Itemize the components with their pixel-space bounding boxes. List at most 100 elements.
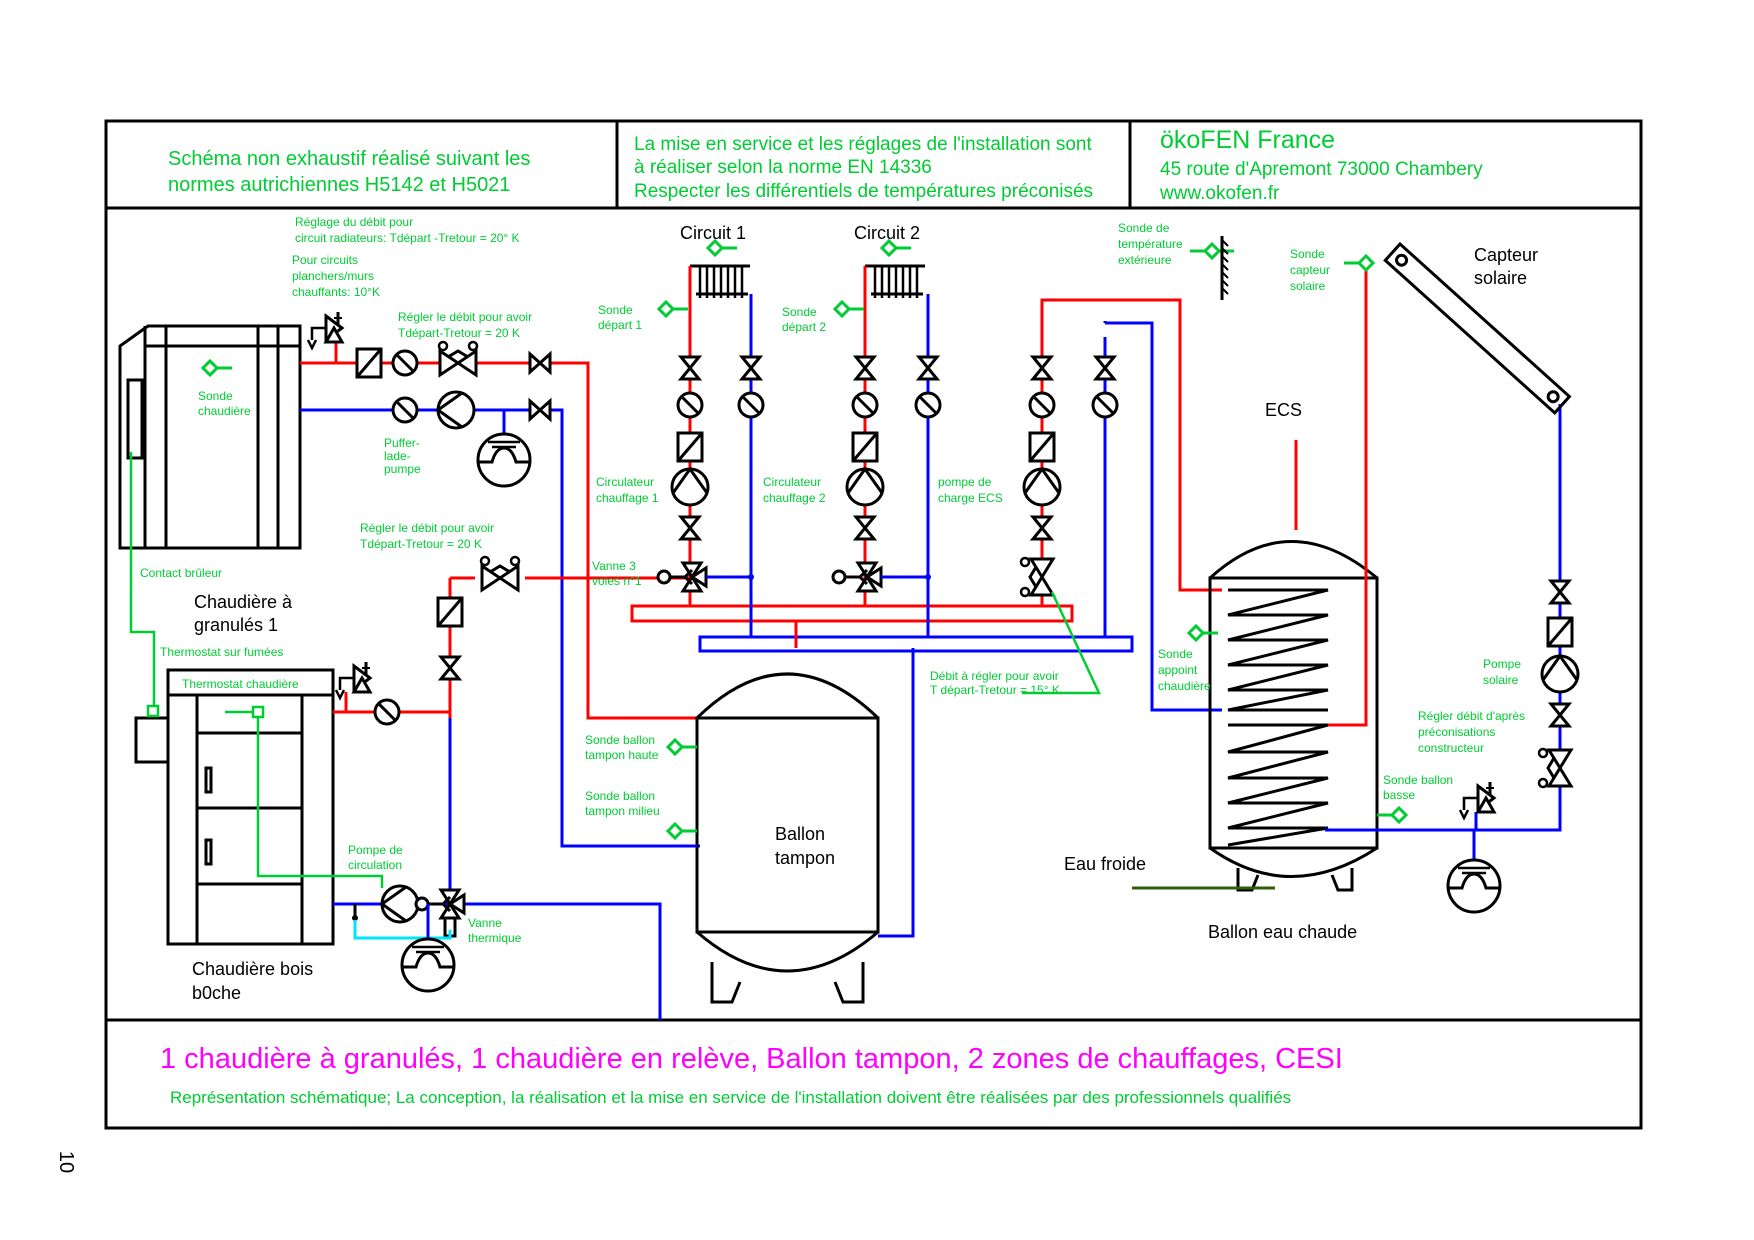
sonde-depart-1-icon [657, 300, 690, 318]
pompe-solaire-icon [1540, 654, 1580, 694]
header-middle: La mise en service et les réglages de l'… [634, 134, 1093, 202]
ecs-flow-pipe [1040, 298, 1222, 606]
gate-valve-icon [740, 355, 762, 381]
flow-meter-icon [851, 431, 879, 463]
capteur-solaire-label: solaire [1474, 268, 1527, 288]
puffer-label: pumpe [384, 462, 421, 476]
return-manifold [698, 635, 1134, 653]
flow-meter-icon [676, 431, 704, 463]
ecs-label: ECS [1265, 400, 1302, 420]
gate-valve-icon [679, 515, 701, 541]
pompe-solaire-label: solaire [1483, 673, 1519, 687]
gate-valve-icon [439, 655, 461, 681]
pompe-charge-ecs-label: pompe de [938, 475, 992, 489]
regler-debit-solaire-label: constructeur [1418, 741, 1484, 755]
regler-debit-label: Régler le débit pour avoir [398, 310, 532, 324]
circulateur-2-icon [845, 467, 885, 507]
buffer-tank [695, 672, 880, 1004]
capteur-solaire-label: Capteur [1474, 245, 1538, 265]
thermostat-fumees-sensor-icon [146, 704, 160, 718]
vanne-3-voies-icon [656, 561, 708, 593]
circulateur-1-label: Circulateur [596, 475, 654, 489]
balancing-valve-icon [437, 340, 479, 377]
sonde-exterieure-label: extérieure [1118, 253, 1172, 267]
pompe-circulation-icon [380, 884, 420, 924]
sonde-chaudiere-label: Sonde [198, 389, 233, 403]
sonde-depart-2-label: Sonde [782, 305, 817, 319]
pompe-circulation-label: circulation [348, 858, 402, 872]
sonde-ballon-basse-label: basse [1383, 788, 1415, 802]
header-left: Schéma non exhaustif réalisé suivant les… [168, 148, 530, 196]
pompe-solaire-label: Pompe [1483, 657, 1521, 671]
page-number: 10 [55, 1151, 77, 1173]
sonde-exterieure-icon [1203, 242, 1236, 260]
pompe-charge-ecs-icon [1022, 467, 1062, 507]
planchers-label: Pour circuits [292, 253, 358, 267]
sonde-chaudiere-label: chaudière [198, 404, 251, 418]
sonde-chaudiere-sensor-icon [201, 359, 234, 377]
safety-valve-icon [1458, 780, 1496, 820]
circuit-1-title: Circuit 1 [680, 223, 746, 243]
radiator-1-icon [688, 264, 752, 300]
company-website[interactable]: www.okofen.fr [1159, 183, 1280, 204]
sonde-ballon-milieu-icon [666, 822, 699, 840]
wood-boiler [134, 668, 335, 946]
sonde-depart-1-label: Sonde [598, 303, 633, 317]
gate-valve-icon [528, 352, 552, 374]
balancing-valve-icon [479, 555, 521, 592]
flow-meter-icon [355, 347, 383, 379]
debit-regler-label: Débit à régler pour avoir [930, 669, 1059, 683]
gate-valve-icon [1031, 515, 1053, 541]
sonde-exterieure-label: Sonde de [1118, 221, 1170, 235]
thermostat-chaudiere-label: Thermostat chaudière [182, 677, 299, 691]
header-middle-line: La mise en service et les réglages de l'… [634, 134, 1092, 155]
expansion-vessel-icon [400, 937, 456, 993]
regler-debit-mid-label: Régler le débit pour avoir [360, 521, 494, 535]
sonde-depart-1-label: départ 1 [598, 318, 642, 332]
regler-debit-label: Tdépart-Tretour = 20 K [398, 326, 520, 340]
sonde-ballon-milieu-label: Sonde ballon [585, 789, 655, 803]
check-valve-icon [373, 698, 401, 726]
thermal-sensor-line [353, 920, 452, 940]
chaudiere-granules-label: Chaudière à [194, 592, 293, 612]
sonde-exterieure-label: température [1118, 237, 1183, 251]
sonde-capteur-label: capteur [1290, 263, 1330, 277]
ecs-return-pipe [1103, 321, 1222, 712]
vanne-thermique-label: thermique [468, 931, 522, 945]
thermostat-chaudiere-sensor-icon [251, 705, 265, 719]
header-middle-line: Respecter les différentiels de températu… [634, 181, 1093, 202]
check-valve-icon [1028, 391, 1056, 419]
pompe-charge-ecs-label: charge ECS [938, 491, 1003, 505]
safety-valve-icon [334, 660, 372, 700]
pellet-boiler [118, 324, 302, 550]
ballon-tampon-label: Ballon [775, 824, 825, 844]
sonde-ballon-haute-label: Sonde ballon [585, 733, 655, 747]
vanne-thermique-label: Vanne [468, 916, 502, 930]
gate-valve-icon [1549, 579, 1571, 605]
debit-leader-line [1022, 591, 1101, 695]
gate-valve-icon [528, 399, 552, 421]
wall-icon [1220, 236, 1229, 300]
vanne-3-voies-label: voies n°1 [592, 574, 642, 588]
check-valve-icon [391, 396, 419, 424]
gate-valve-icon [679, 355, 701, 381]
sonde-appoint-label: appoint [1158, 663, 1198, 677]
sonde-ballon-haute-label: tampon haute [585, 748, 659, 762]
pump-control-wire [256, 717, 384, 888]
sonde-ballon-haute-icon [666, 738, 699, 756]
outer-frame [104, 119, 1643, 1130]
pompe-circulation-label: Pompe de [348, 843, 403, 857]
sonde-capteur-label: solaire [1290, 279, 1326, 293]
company-block: ökoFEN France 45 route d'Apremont 73000 … [1159, 126, 1483, 204]
sensor-icon [706, 239, 739, 257]
ballon-eau-chaude-label: Ballon eau chaude [1208, 922, 1357, 942]
check-valve-icon [914, 391, 942, 419]
solar-collector [1383, 241, 1572, 416]
debit-regler-label: T départ-Tretour = 15° K [930, 683, 1060, 697]
balancing-valve-icon [1537, 747, 1573, 789]
header-middle-line: à réaliser selon la norme EN 14336 [634, 157, 932, 178]
expansion-vessel-icon [476, 432, 532, 488]
gate-valve-icon [1549, 702, 1571, 728]
footer-subtitle: Représentation schématique; La conceptio… [170, 1088, 1291, 1107]
gate-valve-icon [917, 355, 939, 381]
